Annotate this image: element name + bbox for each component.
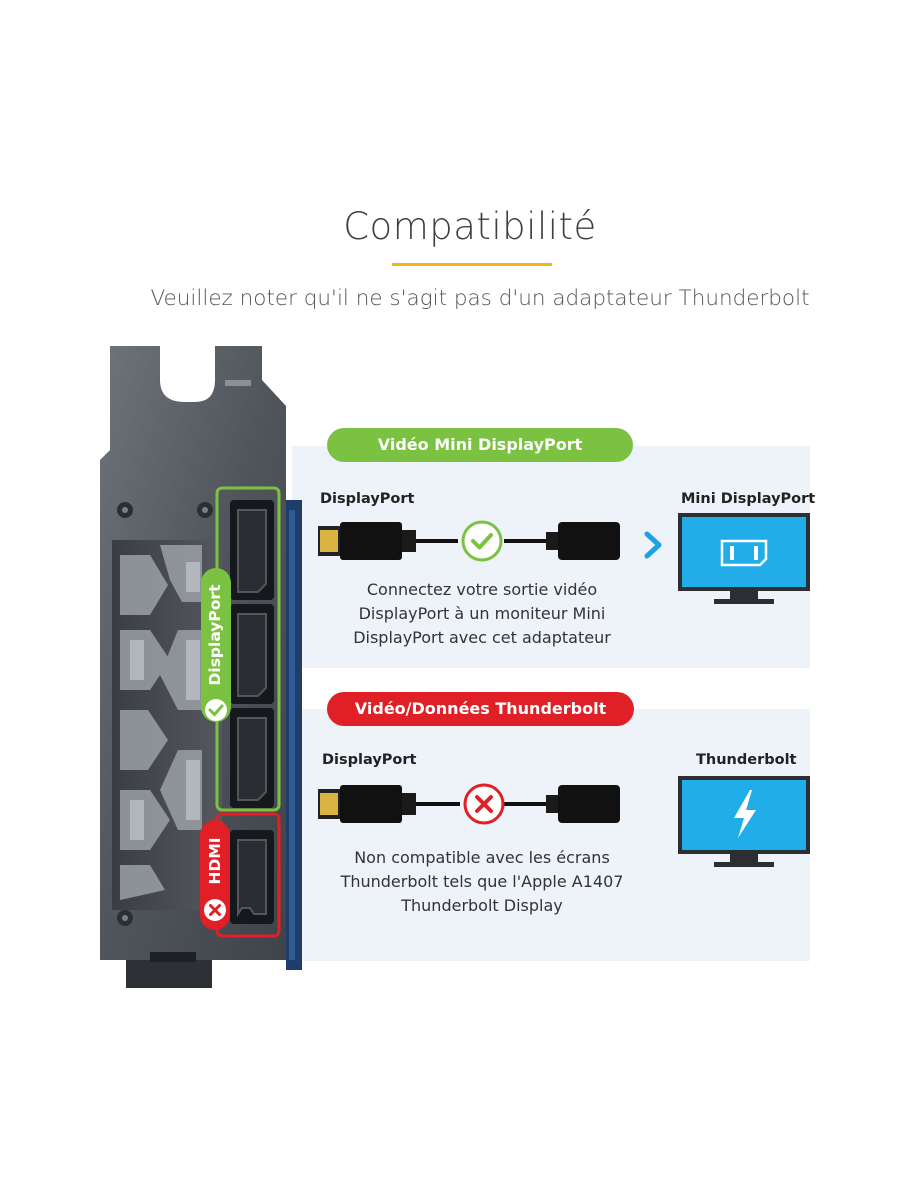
compatible-desc-line: DisplayPort à un moniteur Mini: [358, 604, 606, 623]
compatible-target-label: Mini DisplayPort: [681, 491, 816, 507]
compatible-description: Connectez votre sortie vidéo DisplayPort…: [322, 578, 642, 650]
incompatible-source-label: DisplayPort: [322, 752, 417, 768]
hdmi-badge-label: HDMI: [206, 837, 224, 885]
incompatible-description: Non compatible avec les écrans Thunderbo…: [322, 846, 642, 918]
check-icon: [461, 520, 503, 562]
mini-displayport-monitor-icon: [678, 513, 810, 604]
incompatible-target-label: Thunderbolt: [696, 752, 797, 768]
page-subtitle: Veuillez noter qu'il ne s'agit pas d'un …: [150, 286, 810, 311]
incompatible-desc-line: Non compatible avec les écrans: [354, 848, 610, 867]
x-icon: [463, 783, 505, 825]
displayport-badge-label: DisplayPort: [206, 584, 224, 686]
compatible-desc-line: Connectez votre sortie vidéo: [366, 580, 598, 599]
incompatible-adapter-cable: [318, 785, 620, 823]
title-underline: [392, 263, 552, 266]
thunderbolt-monitor-icon: [678, 776, 810, 867]
chevron-right-icon: [644, 531, 662, 559]
compatible-desc-line: DisplayPort avec cet adaptateur: [353, 628, 611, 647]
compatible-banner: Vidéo Mini DisplayPort: [327, 428, 633, 462]
compatible-adapter-cable: [318, 522, 620, 560]
incompatible-banner: Vidéo/Données Thunderbolt: [327, 692, 634, 726]
incompatible-desc-line: Thunderbolt tels que l'Apple A1407: [340, 872, 624, 891]
page-title: Compatibilité: [343, 205, 597, 248]
incompatible-desc-line: Thunderbolt Display: [401, 896, 563, 915]
graphics-card-bracket: [100, 346, 302, 988]
compatible-source-label: DisplayPort: [320, 491, 415, 507]
